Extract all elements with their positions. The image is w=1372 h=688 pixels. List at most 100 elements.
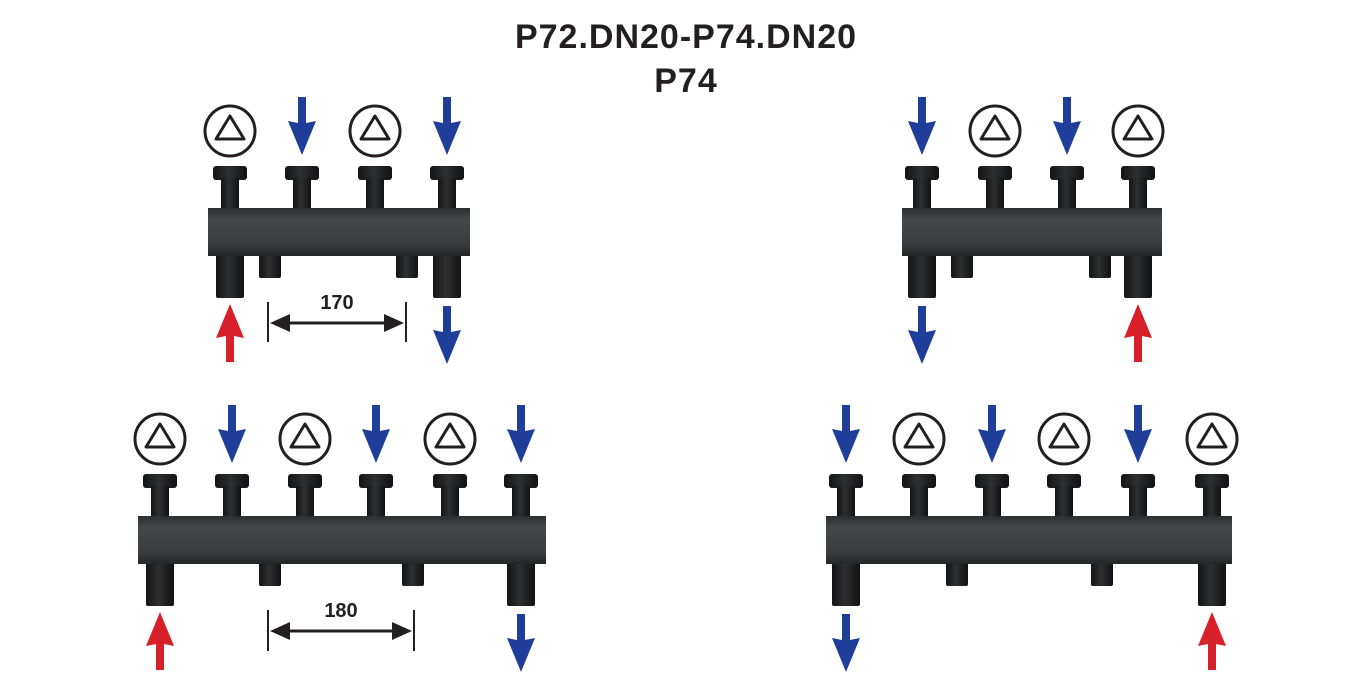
bottom-stub: [1089, 254, 1111, 278]
pump-triangle: [1122, 114, 1154, 141]
arrow-down-icon: [832, 405, 860, 463]
bottom-stub: [396, 254, 418, 278]
arrow-down-icon: [1053, 97, 1081, 155]
pump-circle: [133, 412, 187, 466]
top-connection-fitting: [1121, 166, 1155, 210]
manifold-body: [826, 516, 1232, 564]
pump-triangle: [289, 422, 321, 449]
arrow-down-icon: [908, 306, 936, 364]
top-connection-fitting: [143, 474, 177, 518]
fitting-nut: [1195, 474, 1229, 488]
pump-symbol-icon: [423, 412, 477, 466]
arrow-up-icon: [1198, 612, 1226, 670]
fitting-stem: [1058, 178, 1076, 210]
arrow-down-icon: [908, 97, 936, 155]
manifold-body: [138, 516, 546, 564]
manifold-body: [208, 208, 470, 256]
bottom-connection-pipe: [216, 254, 244, 298]
pump-symbol-icon: [203, 104, 257, 158]
pump-triangle: [1196, 422, 1228, 449]
fitting-nut: [975, 474, 1009, 488]
pump-circle: [1037, 412, 1091, 466]
fitting-nut: [829, 474, 863, 488]
pump-symbol-icon: [1111, 104, 1165, 158]
fitting-stem: [512, 486, 530, 518]
bottom-connection-pipe: [433, 254, 461, 298]
pump-symbol-icon: [1037, 412, 1091, 466]
fitting-nut: [213, 166, 247, 180]
fitting-stem: [441, 486, 459, 518]
fitting-stem: [293, 178, 311, 210]
dimension-arrowhead: [392, 622, 412, 640]
pump-circle: [278, 412, 332, 466]
top-connection-fitting: [1047, 474, 1081, 518]
fitting-stem: [223, 486, 241, 518]
diagram-subtitle: P74: [654, 62, 718, 100]
bottom-connection-pipe: [1124, 254, 1152, 298]
arrow-up-icon: [216, 304, 244, 362]
fitting-nut: [504, 474, 538, 488]
pump-symbol-icon: [968, 104, 1022, 158]
pump-circle: [892, 412, 946, 466]
double-arrow-icon: 180: [267, 600, 415, 651]
fitting-nut: [433, 474, 467, 488]
fitting-stem: [986, 178, 1004, 210]
bottom-stub: [946, 562, 968, 586]
fitting-stem: [221, 178, 239, 210]
pump-triangle: [214, 114, 246, 141]
fitting-nut: [1121, 166, 1155, 180]
fitting-stem: [1129, 486, 1147, 518]
fitting-stem: [1129, 178, 1147, 210]
double-arrow-icon: 170: [267, 292, 407, 342]
top-connection-fitting: [213, 166, 247, 210]
fitting-nut: [1050, 166, 1084, 180]
manifold-3-circuits-right-feed: [826, 405, 1239, 672]
pump-symbol-icon: [348, 104, 402, 158]
bottom-connection-pipe: [507, 562, 535, 606]
top-connection-fitting: [288, 474, 322, 518]
pump-circle: [1111, 104, 1165, 158]
pump-triangle: [144, 422, 176, 449]
fitting-nut: [902, 474, 936, 488]
fitting-nut: [905, 166, 939, 180]
dimension-arrowhead: [270, 622, 290, 640]
fitting-stem: [910, 486, 928, 518]
pump-triangle: [359, 114, 391, 141]
arrow-down-icon: [218, 405, 246, 463]
fitting-nut: [285, 166, 319, 180]
top-connection-fitting: [433, 474, 467, 518]
bottom-stub: [951, 254, 973, 278]
fitting-nut: [1047, 474, 1081, 488]
top-connection-fitting: [1050, 166, 1084, 210]
fitting-stem: [913, 178, 931, 210]
arrow-up-icon: [146, 612, 174, 670]
pump-circle: [1185, 412, 1239, 466]
pump-triangle: [903, 422, 935, 449]
arrow-down-icon: [288, 97, 316, 155]
bottom-connection-pipe: [832, 562, 860, 606]
top-connection-fitting: [215, 474, 249, 518]
manifold-2-circuits-left-feed: 170: [203, 97, 470, 364]
bottom-stub: [1091, 562, 1113, 586]
arrow-down-icon: [433, 306, 461, 364]
arrow-down-icon: [362, 405, 390, 463]
fitting-nut: [215, 474, 249, 488]
bottom-stub: [259, 562, 281, 586]
fitting-nut: [1121, 474, 1155, 488]
fitting-stem: [151, 486, 169, 518]
pump-triangle: [1048, 422, 1080, 449]
pump-triangle: [979, 114, 1011, 141]
fitting-stem: [837, 486, 855, 518]
diagram-title: P72.DN20-P74.DN20: [514, 18, 858, 56]
top-connection-fitting: [905, 166, 939, 210]
bottom-connection-pipe: [1198, 562, 1226, 606]
pump-circle: [203, 104, 257, 158]
arrow-down-icon: [1124, 405, 1152, 463]
top-connection-fitting: [902, 474, 936, 518]
pump-symbol-icon: [892, 412, 946, 466]
arrow-down-icon: [832, 614, 860, 672]
fitting-stem: [438, 178, 456, 210]
top-connection-fitting: [358, 166, 392, 210]
fitting-stem: [367, 486, 385, 518]
